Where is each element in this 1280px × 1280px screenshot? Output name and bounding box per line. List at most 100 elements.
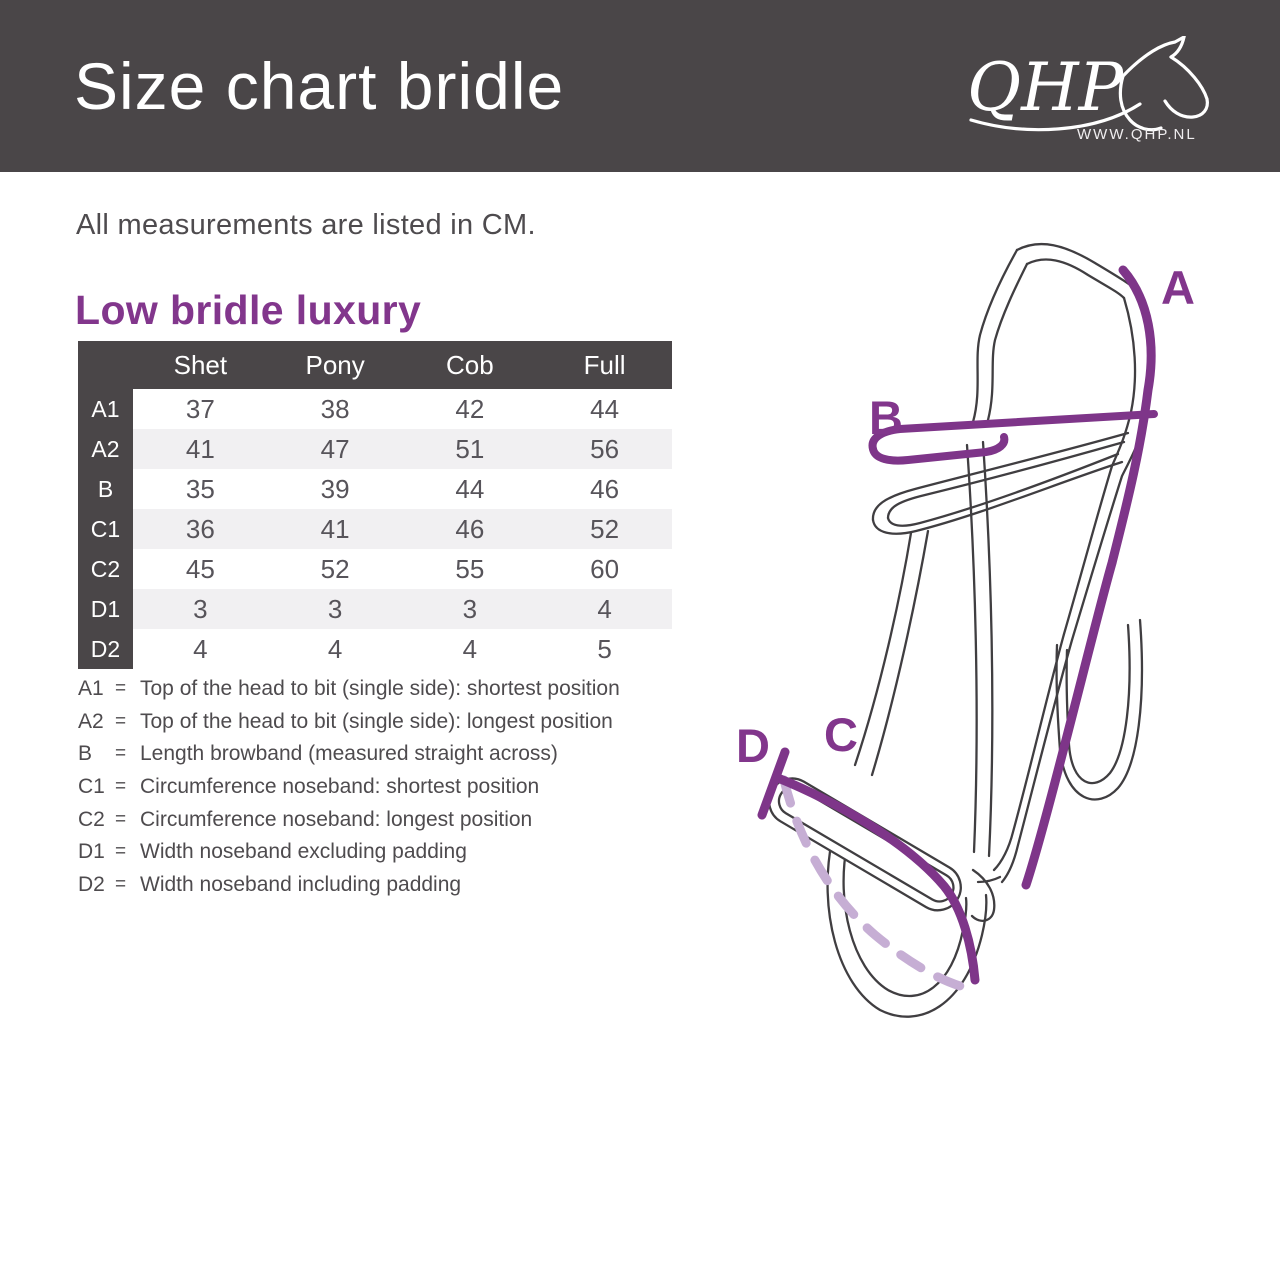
legend-equals: = (115, 873, 127, 895)
legend-equals: = (115, 743, 127, 765)
middle-strap-sketch (965, 440, 994, 858)
crown-piece-sketch (971, 242, 1142, 424)
legend-equals: = (115, 841, 127, 863)
bridle-diagram: A B C D (736, 242, 1195, 1018)
table-row: D1 3 3 3 4 (78, 589, 672, 629)
size-table: Shet Pony Cob Full A1 37 38 42 44 A2 41 … (78, 341, 672, 669)
legend-label: A1 (78, 677, 104, 701)
table-cell: 42 (455, 393, 485, 424)
column-header-pony: Pony (305, 349, 365, 380)
legend-item: A2 = Top of the head to bit (single side… (78, 706, 620, 739)
table-row: C1 36 41 46 52 (78, 509, 672, 549)
row-label: C2 (78, 549, 133, 589)
diagram-label-b: B (869, 391, 903, 444)
row-label: A1 (78, 389, 133, 429)
logo-swash (969, 102, 1142, 132)
legend-equals: = (115, 808, 127, 830)
legend-label: D2 (78, 872, 105, 896)
table-cell: 47 (320, 433, 350, 464)
browband-sketch (871, 431, 1130, 535)
table-cell: 51 (455, 433, 485, 464)
table-row: B 35 39 44 46 (78, 469, 672, 509)
table-header-row: Shet Pony Cob Full (78, 341, 672, 389)
legend-equals: = (115, 776, 127, 798)
row-label: D2 (78, 629, 133, 669)
diagram-label-c: C (824, 708, 858, 761)
diagram-label-d: D (736, 719, 770, 772)
table-cell: 3 (327, 593, 343, 624)
legend-equals: = (115, 678, 127, 700)
legend-item: D1 = Width noseband excluding padding (78, 836, 620, 869)
table-cell: 41 (185, 433, 215, 464)
horse-head-icon (1118, 36, 1209, 132)
legend-label: C2 (78, 807, 105, 831)
table-cell: 44 (455, 473, 485, 504)
legend-label: A2 (78, 709, 104, 733)
bit-loop-sketch (1055, 618, 1144, 801)
table-cell: 46 (590, 473, 620, 504)
page-title: Size chart bridle (74, 49, 565, 123)
qhp-logo: QHP WWW.QHP.NL (967, 36, 1209, 143)
measurement-legend: A1 = Top of the head to bit (single side… (78, 673, 620, 901)
legend-item: D2 = Width noseband including padding (78, 869, 620, 902)
diagram-label-a: A (1161, 261, 1195, 314)
banner: Size chart bridle QHP WWW.QHP.NL (0, 0, 1280, 172)
legend-text: Top of the head to bit (single side): sh… (140, 677, 620, 701)
row-label: C1 (78, 509, 133, 549)
table-row: C2 45 52 55 60 (78, 549, 672, 589)
table-cell: 5 (597, 633, 612, 664)
measure-line-a (1021, 265, 1156, 890)
column-header-shet: Shet (173, 349, 228, 380)
legend-item: A1 = Top of the head to bit (single side… (78, 673, 620, 706)
intro-text: All measurements are listed in CM. (76, 209, 536, 241)
right-cheek-sketch (992, 291, 1153, 884)
table-cell: 56 (590, 433, 620, 464)
table-cell: 4 (597, 593, 612, 624)
table-row: D2 4 4 4 5 (78, 629, 672, 669)
measure-line-d-dashed (779, 775, 965, 991)
legend-item: C1 = Circumference noseband: shortest po… (78, 771, 620, 804)
table-cell: 52 (590, 513, 620, 544)
table-cell: 45 (185, 553, 215, 584)
table-cell: 55 (455, 553, 485, 584)
table-cell: 41 (320, 513, 350, 544)
table-cell: 37 (185, 393, 215, 424)
table-body: A1 37 38 42 44 A2 41 47 51 56 B 35 39 44… (78, 389, 672, 669)
legend-text: Circumference noseband: shortest positio… (140, 775, 540, 799)
table-corner-cell (78, 341, 133, 389)
column-header-full: Full (583, 349, 626, 380)
table-cell: 3 (462, 593, 478, 624)
legend-item: C2 = Circumference noseband: longest pos… (78, 803, 620, 836)
row-label: A2 (78, 429, 133, 469)
section-title: Low bridle luxury (75, 287, 422, 333)
measure-line-d (757, 747, 790, 820)
table-cell: 39 (320, 473, 350, 504)
table-cell: 4 (327, 633, 343, 664)
noseband-sketch (767, 777, 1002, 922)
legend-text: Length browband (measured straight acros… (140, 742, 558, 766)
legend-item: B = Length browband (measured straight a… (78, 738, 620, 771)
measure-line-c (773, 773, 980, 985)
table-cell: 60 (590, 553, 620, 584)
table-cell: 36 (185, 513, 215, 544)
legend-text: Top of the head to bit (single side): lo… (140, 709, 613, 733)
table-row: A1 37 38 42 44 (78, 389, 672, 429)
legend-equals: = (115, 710, 127, 732)
row-label: B (78, 469, 133, 509)
table-cell: 46 (455, 513, 485, 544)
legend-label: D1 (78, 840, 105, 864)
table-cell: 4 (193, 633, 208, 664)
table-cell: 52 (320, 553, 350, 584)
table-cell: 4 (462, 633, 478, 664)
table-cell: 44 (590, 393, 620, 424)
logo-url: WWW.QHP.NL (1077, 126, 1197, 143)
legend-text: Circumference noseband: longest position (140, 807, 533, 831)
legend-text: Width noseband excluding padding (140, 840, 467, 864)
column-header-cob: Cob (446, 349, 494, 380)
left-cheek-sketch (853, 529, 930, 777)
measure-line-b (868, 410, 1158, 465)
table-cell: 3 (193, 593, 208, 624)
table-cell: 35 (185, 473, 215, 504)
table-row: A2 41 47 51 56 (78, 429, 672, 469)
